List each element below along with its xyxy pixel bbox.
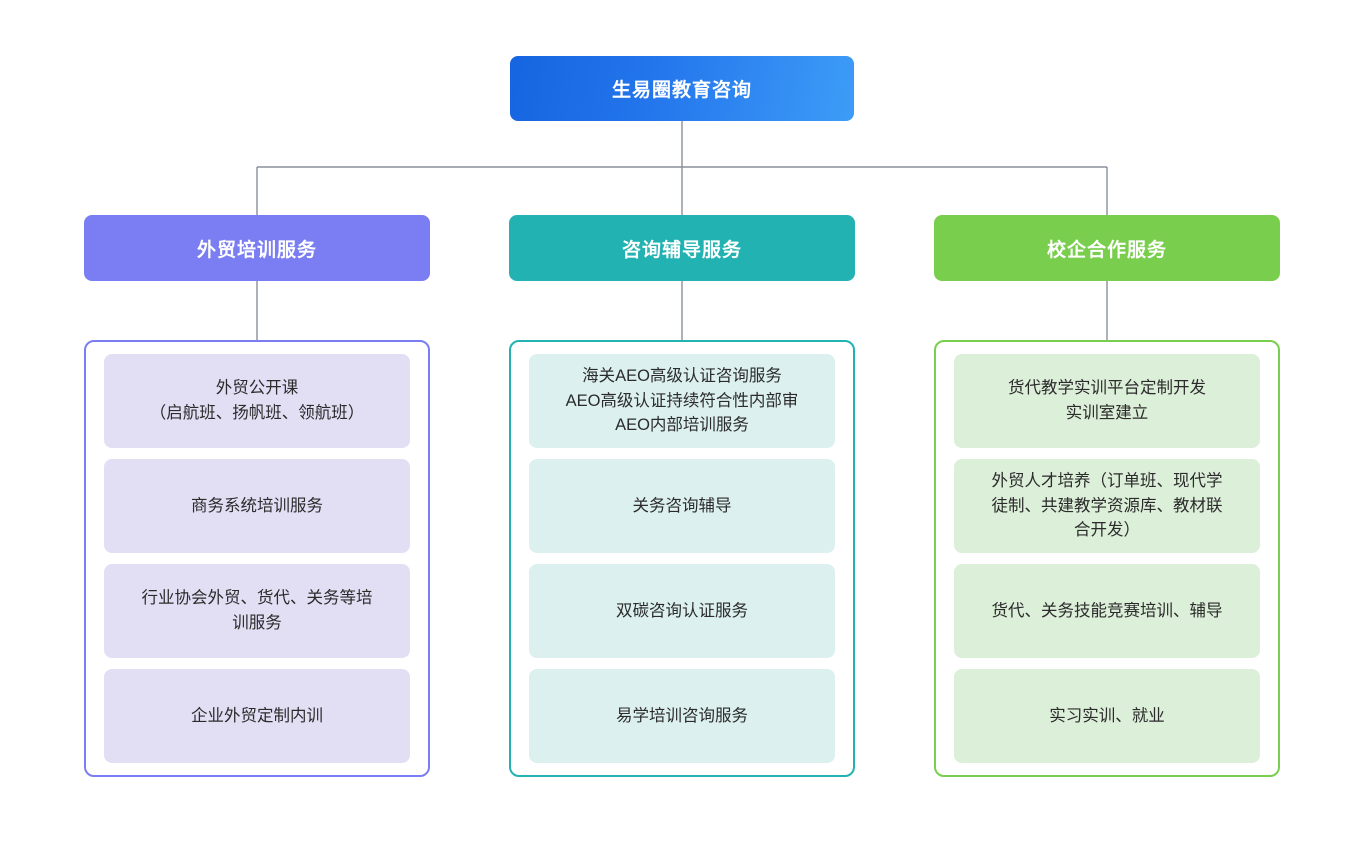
branch-column-1: 咨询辅导服务 海关AEO高级认证咨询服务 AEO高级认证持续符合性内部审 AEO…: [509, 215, 855, 777]
item-label: 海关AEO高级认证咨询服务 AEO高级认证持续符合性内部审 AEO内部培训服务: [565, 366, 799, 435]
list-item[interactable]: 实习实训、就业: [954, 669, 1260, 763]
list-item[interactable]: 企业外贸定制内训: [104, 669, 410, 763]
branch-column-2: 校企合作服务 货代教学实训平台定制开发 实训室建立 外贸人才培养（订单班、现代学…: [934, 215, 1280, 777]
root-node-label: 生易圈教育咨询: [611, 80, 752, 101]
list-item[interactable]: 外贸人才培养（订单班、现代学 徒制、共建教学资源库、教材联 合开发）: [954, 459, 1260, 553]
list-item[interactable]: 双碳咨询认证服务: [529, 564, 835, 658]
branch-header-1[interactable]: 咨询辅导服务: [509, 215, 855, 281]
branch-header-label-2: 校企合作服务: [1046, 239, 1167, 261]
list-item[interactable]: 货代教学实训平台定制开发 实训室建立: [954, 354, 1260, 448]
branch-body-2: 货代教学实训平台定制开发 实训室建立 外贸人才培养（订单班、现代学 徒制、共建教…: [934, 340, 1280, 777]
branch-column-0: 外贸培训服务 外贸公开课 （启航班、扬帆班、领航班） 商务系统培训服务 行业协会…: [84, 215, 430, 777]
item-label: 外贸公开课 （启航班、扬帆班、领航班）: [149, 379, 365, 422]
item-label: 货代教学实训平台定制开发 实训室建立: [1008, 379, 1206, 422]
branch-body-1: 海关AEO高级认证咨询服务 AEO高级认证持续符合性内部审 AEO内部培训服务 …: [509, 340, 855, 777]
item-label: 实习实训、就业: [1049, 706, 1165, 725]
list-item[interactable]: 关务咨询辅导: [529, 459, 835, 553]
list-item[interactable]: 易学培训咨询服务: [529, 669, 835, 763]
list-item[interactable]: 行业协会外贸、货代、关务等培 训服务: [104, 564, 410, 658]
list-item[interactable]: 商务系统培训服务: [104, 459, 410, 553]
item-label: 双碳咨询认证服务: [616, 601, 748, 620]
branch-body-0: 外贸公开课 （启航班、扬帆班、领航班） 商务系统培训服务 行业协会外贸、货代、关…: [84, 340, 430, 777]
list-item[interactable]: 外贸公开课 （启航班、扬帆班、领航班）: [104, 354, 410, 448]
branch-header-0[interactable]: 外贸培训服务: [84, 215, 430, 281]
list-item[interactable]: 海关AEO高级认证咨询服务 AEO高级认证持续符合性内部审 AEO内部培训服务: [529, 354, 835, 448]
item-label: 企业外贸定制内训: [191, 706, 323, 725]
root-node[interactable]: 生易圈教育咨询: [510, 56, 854, 121]
branch-header-2[interactable]: 校企合作服务: [934, 215, 1280, 281]
item-label: 易学培训咨询服务: [616, 706, 748, 725]
item-label: 商务系统培训服务: [191, 496, 323, 515]
item-label: 货代、关务技能竞赛培训、辅导: [991, 601, 1223, 620]
item-label: 关务咨询辅导: [632, 496, 732, 515]
item-label: 外贸人才培养（订单班、现代学 徒制、共建教学资源库、教材联 合开发）: [991, 471, 1223, 540]
list-item[interactable]: 货代、关务技能竞赛培训、辅导: [954, 564, 1260, 658]
branch-header-label-0: 外贸培训服务: [196, 239, 317, 261]
item-label: 行业协会外贸、货代、关务等培 训服务: [141, 589, 373, 632]
branch-header-label-1: 咨询辅导服务: [621, 239, 742, 261]
